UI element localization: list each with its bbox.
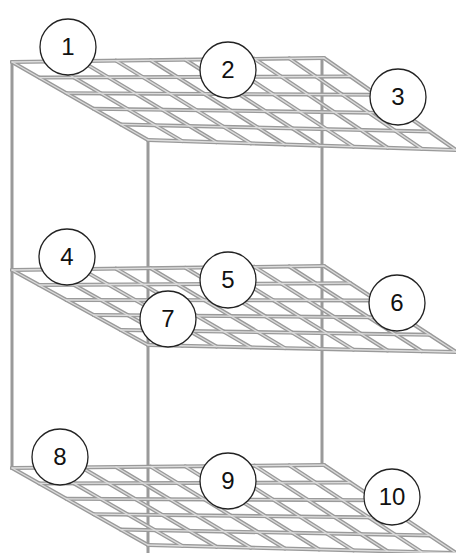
shelf-wire bbox=[12, 62, 148, 140]
shelf-wire bbox=[39, 76, 350, 77]
shelf-wire bbox=[94, 109, 404, 113]
circle-shape bbox=[40, 19, 96, 75]
shelf-wire bbox=[324, 266, 456, 352]
shelf-wire bbox=[39, 481, 350, 486]
callout-number: 8 bbox=[31, 443, 89, 471]
shelf-wire bbox=[39, 283, 350, 285]
callout-circle: 6 bbox=[368, 274, 426, 332]
rack-post bbox=[321, 58, 324, 467]
callout-circle: 10 bbox=[363, 468, 421, 526]
circle-shape bbox=[369, 275, 425, 331]
rack-post bbox=[11, 60, 14, 470]
shelf-wire bbox=[81, 269, 216, 346]
shelf-wire bbox=[324, 465, 456, 553]
callout-number: 4 bbox=[38, 243, 96, 271]
circle-shape bbox=[200, 42, 256, 98]
shelf-wire bbox=[255, 59, 388, 148]
callout-number: 9 bbox=[199, 467, 257, 495]
circle-shape bbox=[39, 229, 95, 285]
callout-circle: 9 bbox=[199, 452, 257, 510]
circle-shape bbox=[370, 69, 426, 125]
shelf-wire bbox=[255, 267, 388, 351]
shelf-wire bbox=[12, 62, 148, 140]
shelf-wire bbox=[324, 58, 456, 150]
callout-number: 10 bbox=[363, 483, 421, 511]
shelf-wire bbox=[324, 58, 456, 150]
callout-circle: 4 bbox=[38, 228, 96, 286]
callout-number: 2 bbox=[199, 56, 257, 84]
shelf-wire bbox=[81, 269, 216, 346]
shelf-wire bbox=[121, 530, 430, 536]
shelf-wire bbox=[39, 76, 350, 77]
callout-number: 7 bbox=[139, 305, 197, 333]
shelf-wire bbox=[148, 545, 456, 553]
circle-shape bbox=[32, 429, 88, 485]
callout-circle: 3 bbox=[369, 68, 427, 126]
shelf-wire bbox=[81, 467, 216, 546]
callout-circle: 1 bbox=[39, 18, 97, 76]
shelf-wire bbox=[121, 530, 430, 536]
callout-number: 6 bbox=[368, 289, 426, 317]
shelf-wire bbox=[39, 482, 350, 484]
shelf-wire bbox=[255, 59, 388, 148]
shelf-grids bbox=[12, 58, 456, 553]
callout-circle: 8 bbox=[31, 428, 89, 486]
shelf-wire bbox=[81, 467, 216, 546]
shelf-wire bbox=[12, 468, 148, 545]
shelf-wire bbox=[94, 109, 404, 113]
circle-shape bbox=[140, 291, 196, 347]
shelf-wire bbox=[81, 61, 216, 142]
shelf-wire bbox=[94, 514, 404, 518]
shelf-wire bbox=[121, 124, 430, 131]
circle-shape bbox=[200, 453, 256, 509]
shelf-wire bbox=[39, 283, 350, 285]
shelf-wire bbox=[324, 266, 456, 352]
callout-circle: 7 bbox=[139, 290, 197, 348]
shelf-wire bbox=[148, 345, 456, 352]
shelf-wire bbox=[324, 465, 456, 553]
callout-circle: 5 bbox=[199, 251, 257, 309]
shelf-wire bbox=[255, 267, 388, 351]
shelf-wire bbox=[289, 465, 421, 552]
callout-circle: 2 bbox=[199, 41, 257, 99]
shelf-wire bbox=[289, 465, 421, 552]
shelf-wire bbox=[12, 468, 148, 545]
shelf-wire bbox=[148, 345, 456, 352]
shelf-wire bbox=[94, 514, 404, 518]
shelf-wire bbox=[148, 140, 456, 150]
callout-number: 1 bbox=[39, 33, 97, 61]
callout-number: 5 bbox=[199, 266, 257, 294]
shelf-wire bbox=[81, 61, 216, 142]
callout-number: 3 bbox=[369, 83, 427, 111]
circle-shape bbox=[364, 469, 420, 525]
circle-shape bbox=[200, 252, 256, 308]
